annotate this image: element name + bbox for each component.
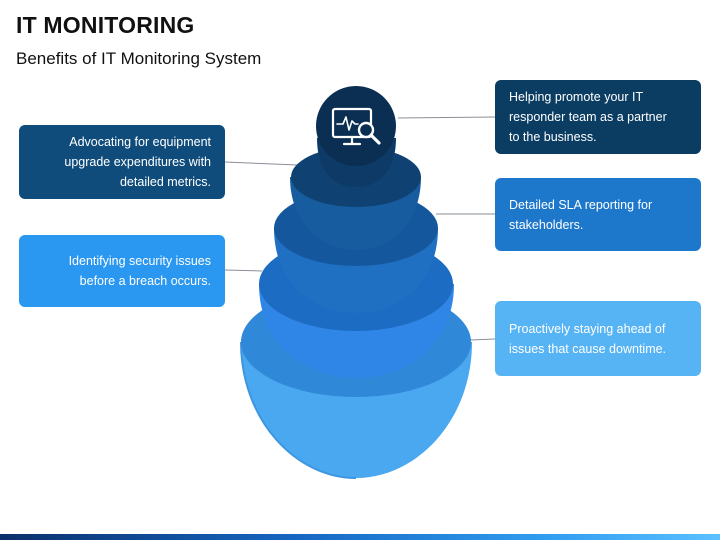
benefit-text: Proactively staying ahead of <box>509 321 666 336</box>
benefit-text: Advocating for equipment <box>69 135 211 149</box>
benefit-text: issues that cause downtime. <box>509 341 667 356</box>
benefit-text: Helping promote your IT <box>509 90 644 104</box>
monitor-search-icon <box>331 107 381 146</box>
benefit-text: before a breach occurs. <box>79 274 211 288</box>
benefit-box-security: Identifying security issues before a bre… <box>19 235 225 307</box>
tier-5-shade <box>240 341 357 479</box>
benefit-text: responder team as a partner <box>509 110 667 124</box>
benefit-text: Detailed SLA reporting for <box>509 197 653 212</box>
connector-line <box>397 116 496 119</box>
benefit-text: stakeholders. <box>509 217 584 232</box>
benefit-box-proactive: Proactively staying ahead of issues that… <box>495 301 701 376</box>
benefit-box-responder: Helping promote your IT responder team a… <box>495 80 701 154</box>
benefit-text: upgrade expenditures with <box>64 155 211 169</box>
page-subtitle: Benefits of IT Monitoring System <box>16 49 262 68</box>
connector-line <box>469 338 496 341</box>
benefit-box-advocating: Advocating for equipment upgrade expendi… <box>19 125 225 199</box>
connector-line <box>224 161 299 166</box>
benefit-text: Identifying security issues <box>68 254 211 268</box>
top-sphere <box>316 86 396 166</box>
benefit-text: detailed metrics. <box>119 175 211 189</box>
benefit-box-sla: Detailed SLA reporting for stakeholders. <box>495 178 701 251</box>
footer-accent-bar <box>0 534 720 540</box>
connector-lines <box>224 116 496 341</box>
page-title: IT MONITORING <box>16 12 195 38</box>
benefit-text: to the business. <box>509 130 597 144</box>
connector-line <box>224 269 263 272</box>
